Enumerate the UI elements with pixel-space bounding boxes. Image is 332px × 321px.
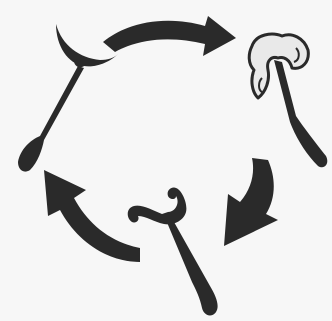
arrow-left — [44, 170, 140, 262]
arrow-left-body — [44, 170, 140, 262]
arrow-top-body — [103, 16, 236, 56]
arrow-right — [224, 158, 278, 246]
handlebar-mustache-prop — [128, 187, 218, 315]
arrow-top — [103, 16, 236, 56]
handlebar-mustache-stick — [166, 220, 218, 315]
crescent-mustache-stick — [18, 66, 84, 172]
crescent-mustache-prop — [18, 24, 118, 172]
curly-wig-prop — [249, 34, 327, 167]
handlebar-mustache-shape — [128, 187, 187, 224]
curly-wig-stick — [274, 60, 327, 167]
arrow-right-body — [224, 158, 278, 246]
